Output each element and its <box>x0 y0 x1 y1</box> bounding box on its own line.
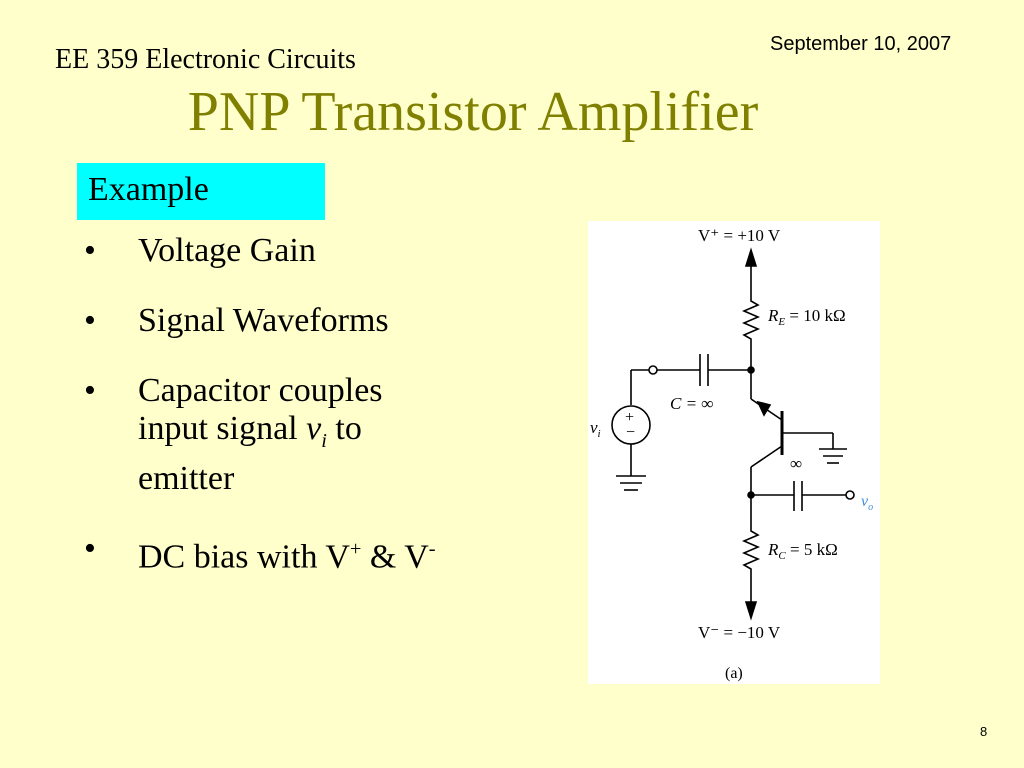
bullet-item: • Capacitor couples input signal vi to e… <box>84 372 438 498</box>
bullet-var-v: v <box>306 410 322 447</box>
input-terminal <box>648 365 658 375</box>
re-label: RE = 10 kΩ <box>767 306 846 328</box>
cap-label: C = ∞ <box>670 394 713 413</box>
bullet-dot: • <box>84 232 96 269</box>
vo-label: vo <box>861 493 873 513</box>
bullet-list: • Voltage Gain • Signal Waveforms • Capa… <box>84 232 564 608</box>
circuit-diagram: V⁺ = +10 V RE = 10 kΩ C = ∞ + − vi <box>590 226 873 682</box>
rc-label: RC = 5 kΩ <box>767 540 838 562</box>
source-plus: + <box>625 409 634 426</box>
bullet-item: • Signal Waveforms <box>84 302 564 340</box>
bullet-text-capacitor: Capacitor couples input signal <box>138 372 383 447</box>
bullet-dot: • <box>84 372 96 409</box>
bullet-text-dc-bias: DC bias with V <box>138 538 350 576</box>
example-label: Example <box>88 171 209 208</box>
bullet-dot: • <box>84 529 96 567</box>
output-terminal <box>845 490 855 500</box>
bullet-text-dc-bias-mid: & V <box>361 538 429 576</box>
vi-label: vi <box>590 418 601 440</box>
transistor-collector-lead <box>750 445 783 468</box>
figure-caption: (a) <box>725 665 743 682</box>
base-cap-label: ∞ <box>790 454 802 473</box>
source-minus: − <box>626 424 635 441</box>
bullet-text-voltage-gain: Voltage Gain <box>138 232 316 269</box>
circuit-figure: V⁺ = +10 V RE = 10 kΩ C = ∞ + − vi <box>588 221 880 684</box>
page-number: 8 <box>980 724 988 739</box>
emitter-arrow-icon <box>756 400 772 417</box>
example-box: Example <box>77 163 325 220</box>
bullet-var-sub: i <box>321 429 327 452</box>
bullet-item: • Voltage Gain <box>84 232 564 270</box>
vplus-arrow-icon <box>744 247 758 267</box>
slide-title: PNP Transistor Amplifier <box>187 81 759 143</box>
slide-date: September 10, 2007 <box>770 33 952 55</box>
rc-resistor <box>741 495 761 604</box>
bullet-item: • DC bias with V+ & V- <box>84 530 564 576</box>
re-resistor <box>741 296 761 368</box>
vminus-arrow-icon <box>744 601 758 621</box>
bullet-text-signal-waveforms: Signal Waveforms <box>138 302 389 339</box>
bullet-text-capacitor-end: to emitter <box>138 410 362 497</box>
vminus-label: V⁻ = −10 V <box>698 623 781 642</box>
bullet-sup-minus: - <box>428 537 436 560</box>
vplus-label: V⁺ = +10 V <box>698 226 781 245</box>
course-title: EE 359 Electronic Circuits <box>55 44 356 75</box>
bullet-dot: • <box>84 302 96 339</box>
bullet-sup-plus: + <box>349 537 362 560</box>
